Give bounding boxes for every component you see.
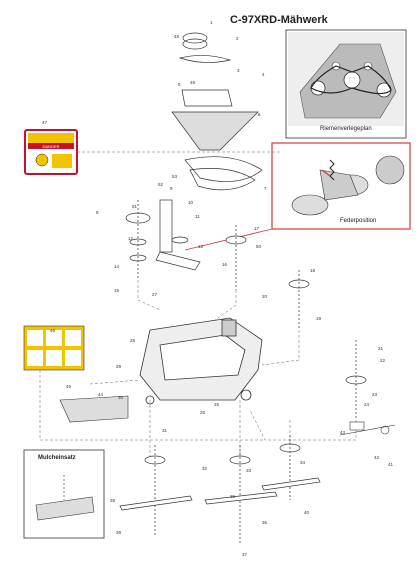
- callout-number: 38: [110, 498, 116, 503]
- callout-number: 2: [236, 36, 239, 41]
- callout-number: 35: [230, 494, 236, 499]
- mulch-kit-label: Mulcheinsatz: [38, 455, 76, 461]
- warning-decal-top: DANGER: [24, 129, 78, 175]
- callout-number: 41: [388, 462, 394, 467]
- callout-number: 43: [340, 430, 346, 435]
- callout-number: 28: [130, 338, 136, 343]
- callout-number: 13: [198, 244, 204, 249]
- callout-number: 21: [378, 346, 384, 351]
- callout-number: 37: [242, 552, 248, 557]
- callout-number: 30: [118, 395, 124, 400]
- callout-number: 34: [300, 460, 306, 465]
- callout-number: 20: [262, 294, 268, 299]
- callout-number: 17: [254, 226, 260, 231]
- callout-number: 18: [310, 268, 316, 273]
- callout-number: 32: [202, 466, 208, 471]
- callout-number: 29: [116, 364, 122, 369]
- belt-routing-inset: [285, 29, 407, 139]
- callout-number: 53: [172, 174, 178, 179]
- callout-number: 26: [200, 410, 206, 415]
- right-spindle-pulleys: [225, 225, 367, 420]
- callout-number: 23: [372, 392, 378, 397]
- callout-number: 33: [246, 468, 252, 473]
- upper-belt-components: [171, 32, 263, 191]
- callout-number: 4: [262, 72, 265, 77]
- callout-number: 1: [210, 20, 213, 25]
- decal-danger-text: DANGER: [42, 144, 59, 149]
- callout-number: 8: [96, 210, 99, 215]
- callout-number: 46: [50, 328, 56, 333]
- belt-routing-label: Riemenverlegeplan: [320, 126, 372, 132]
- callout-number: 12: [128, 236, 134, 241]
- callout-number: 51: [132, 204, 138, 209]
- callout-number: 49: [190, 80, 196, 85]
- callout-number: 14: [114, 264, 120, 269]
- mower-deck-frame: [139, 317, 263, 405]
- baffle-plate: [59, 395, 129, 423]
- callout-number: 52: [158, 182, 164, 187]
- callout-number: 15: [114, 288, 120, 293]
- callout-number: 16: [222, 262, 228, 267]
- lower-blades: [119, 435, 321, 545]
- callout-number: 25: [214, 402, 220, 407]
- callout-number: 45: [66, 384, 72, 389]
- tensioner-arm: [155, 199, 201, 271]
- right-side-hardware: [339, 421, 396, 436]
- callout-number: 27: [152, 292, 158, 297]
- spring-position-label: Federposition: [340, 218, 377, 224]
- callout-number: 48: [174, 34, 180, 39]
- callout-number: 22: [380, 358, 386, 363]
- callout-number: 6: [258, 112, 261, 117]
- callout-number: 5: [178, 82, 181, 87]
- callout-number: 36: [262, 520, 268, 525]
- mulch-kit-inset: [23, 449, 105, 539]
- callout-number: 40: [304, 510, 310, 515]
- callout-number: 9: [170, 186, 173, 191]
- spring-position-inset: [271, 142, 411, 230]
- warning-decal-middle: [23, 325, 85, 371]
- page-title: C-97XRD-Mähwerk: [230, 14, 328, 26]
- callout-number: 11: [195, 214, 200, 219]
- callout-number: 42: [374, 455, 380, 460]
- callout-number: 39: [116, 530, 122, 535]
- callout-number: 44: [98, 392, 104, 397]
- callout-number: 3: [237, 68, 240, 73]
- callout-number: 24: [364, 402, 370, 407]
- callout-number: 19: [316, 316, 322, 321]
- callout-number: 31: [162, 428, 168, 433]
- callout-number: 7: [264, 186, 267, 191]
- callout-number: 50: [256, 244, 262, 249]
- left-spindle: [125, 200, 151, 280]
- callout-number: 47: [42, 120, 48, 125]
- callout-number: 10: [188, 200, 194, 205]
